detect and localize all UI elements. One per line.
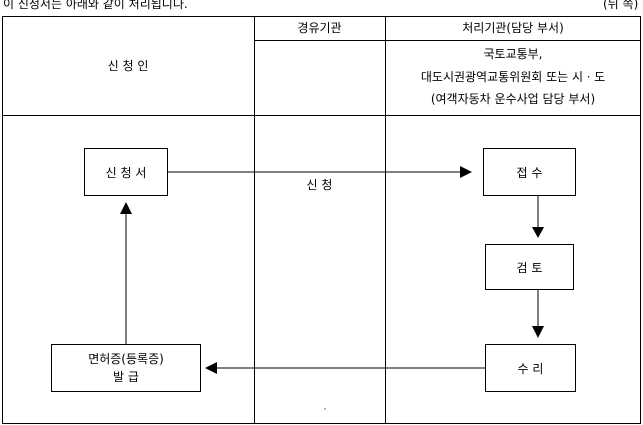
- applicant-column-header: 신 청 인: [107, 59, 149, 73]
- column-divider-2: [385, 16, 386, 424]
- processing-column-header: 처리기관(담당 부서): [462, 21, 564, 35]
- processing-agency-line-2: 대도시권광역교통위원회 또는 시ㆍ도: [420, 70, 606, 84]
- review-label: 검 토: [516, 260, 543, 275]
- acceptance-label: 수 리: [517, 361, 544, 376]
- license-issue-label-line-2: 발 급: [113, 370, 139, 384]
- review-to-acceptance-arrowhead: [532, 326, 544, 338]
- column-divider-1: [254, 16, 255, 424]
- application-form-label: 신 청 서: [105, 165, 147, 180]
- license-issue-label-line-1: 면허증(등록증): [88, 352, 164, 366]
- stray-dot: [324, 408, 326, 410]
- license-issue-box: 면허증(등록증) 발 급: [51, 344, 201, 392]
- application-form-box: 신 청 서: [84, 148, 168, 196]
- apply-label: 신 청: [306, 178, 333, 192]
- header-note: 이 신청서는 아래와 같이 처리됩니다.: [3, 0, 188, 11]
- receipt-box: 접 수: [483, 148, 576, 196]
- acceptance-to-issue-arrowhead: [205, 362, 217, 374]
- acceptance-box: 수 리: [485, 344, 576, 392]
- intermediary-column-header: 경유기관: [297, 21, 342, 35]
- section-divider: [2, 115, 641, 116]
- processing-agency-line-3: (여객자동차 운수사업 담당 부서): [430, 92, 596, 106]
- receipt-label: 접 수: [516, 165, 543, 180]
- review-box: 검 토: [485, 244, 574, 290]
- apply-arrowhead: [460, 166, 472, 178]
- issue-to-form-arrowhead: [120, 202, 132, 214]
- process-table: [2, 16, 641, 424]
- page-side-label: (뒤 쪽): [603, 0, 639, 11]
- receipt-to-review-arrowhead: [532, 227, 544, 238]
- processing-agency-line-1: 국토교통부,: [483, 47, 543, 61]
- header-row-divider: [254, 40, 641, 41]
